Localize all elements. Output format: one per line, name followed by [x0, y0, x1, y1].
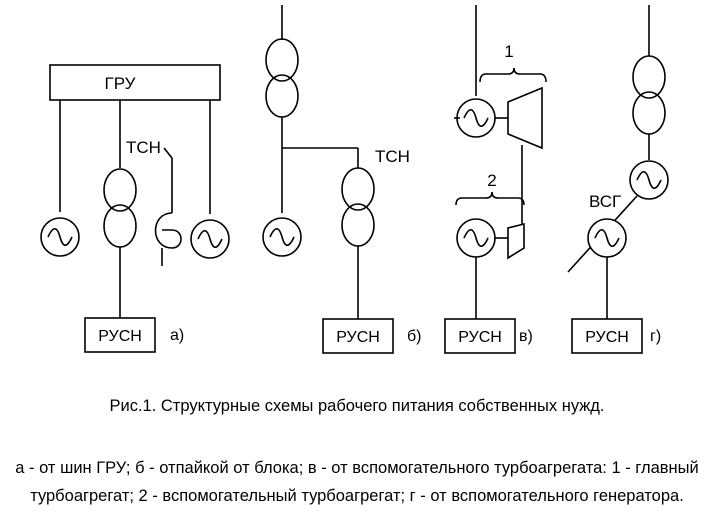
scheme-g: ВСГ РУСН г) [567, 5, 669, 354]
generator-icon [587, 218, 627, 258]
rusn-box-g [571, 318, 643, 354]
scheme-a: ГРУ ТСН РУСН а) [40, 64, 230, 353]
reactor-icon [154, 147, 182, 266]
generator-icon [629, 160, 669, 200]
subfigure-label-a: а) [170, 327, 184, 344]
scheme-v: 1 2 РУСН в) [444, 5, 547, 354]
turbine-aux-marker: 2 [487, 171, 496, 190]
transformer-icon [341, 167, 375, 247]
turbine-icon [507, 86, 543, 150]
generator-icon [190, 219, 230, 259]
bracket-icon [455, 191, 525, 206]
generator-icon [456, 218, 496, 258]
turbine-icon [507, 222, 525, 260]
subfigure-label-v: в) [519, 328, 533, 345]
figure-description-line1: а - от шин ГРУ; б - отпайкой от блока; в… [15, 459, 699, 477]
subfigure-label-g: г) [650, 328, 661, 345]
scheme-b: ТСН РУСН б) [262, 5, 422, 354]
rusn-box-b [322, 318, 394, 354]
rusn-box-v [444, 318, 516, 354]
gru-bus-label: ГРУ [105, 74, 136, 93]
gru-bus-box [49, 64, 221, 101]
rusn-box-a [84, 317, 156, 353]
subfigure-label-b: б) [407, 328, 422, 345]
rusn-label-a: РУСН [98, 328, 142, 345]
rusn-label-v: РУСН [458, 329, 502, 346]
generator-icon [40, 217, 80, 257]
power-supply-diagram: ГРУ ТСН РУСН а) [40, 5, 669, 354]
generator-icon [262, 217, 302, 257]
vsg-label: ВСГ [589, 192, 621, 211]
rusn-label-g: РУСН [585, 329, 629, 346]
rusn-label-b: РУСН [336, 329, 380, 346]
transformer-icon [632, 55, 666, 135]
figure-description-line2: турбоагрегат; 2 - вспомогательный турбоа… [30, 487, 684, 505]
turbine-main-marker: 1 [504, 42, 513, 61]
transformer-icon [103, 168, 137, 248]
tsn-label: ТСН [375, 147, 410, 166]
tsn-label: ТСН [126, 138, 161, 157]
figure-title: Рис.1. Структурные схемы рабочего питани… [109, 397, 605, 415]
bracket-icon [479, 67, 547, 83]
generator-icon [456, 98, 496, 138]
transformer-icon [265, 38, 299, 118]
